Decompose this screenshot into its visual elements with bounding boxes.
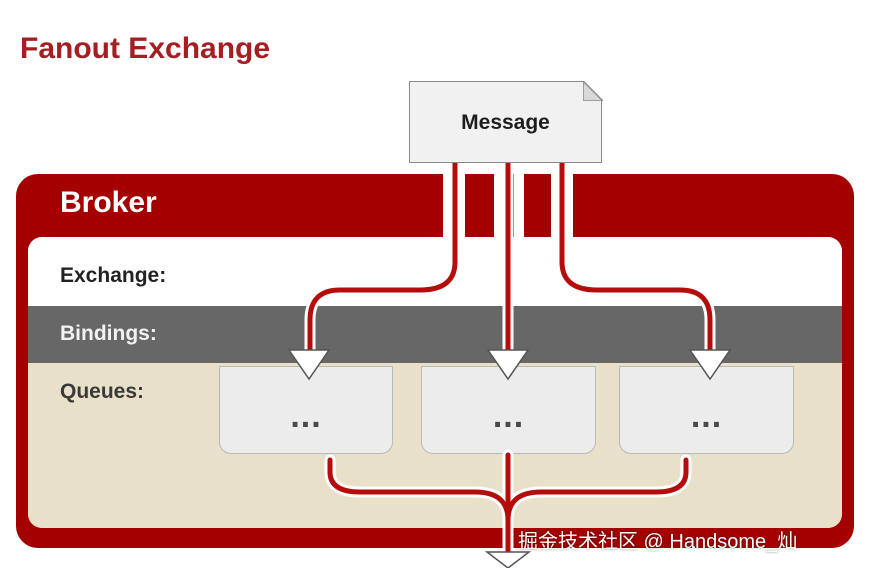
message-label: Message [461, 111, 550, 134]
route-right [559, 159, 713, 353]
route-left-outline [304, 156, 461, 356]
page-fold-icon [583, 81, 603, 101]
page-title: Fanout Exchange [20, 32, 271, 65]
arrow-head-left [287, 349, 331, 381]
bindings-label: Bindings: [60, 322, 157, 345]
message-box: Message [409, 81, 602, 163]
route-left [307, 159, 458, 353]
queue-box-1: ... [219, 366, 393, 454]
merge-right [505, 457, 689, 523]
exchange-label: Exchange: [60, 264, 167, 287]
queue-label-1: ... [290, 397, 322, 435]
arrow-head-bottom [484, 551, 532, 568]
arrow-head-right [688, 349, 732, 381]
queue-box-2: ... [421, 366, 596, 454]
watermark-text: 掘金技术社区 @ Handsome_灿 [518, 531, 798, 553]
queue-label-2: ... [492, 397, 525, 435]
broker-gap-center-left [494, 174, 504, 238]
merge-left [327, 457, 511, 555]
arrow-head-center [486, 349, 530, 381]
queue-box-3: ... [619, 366, 794, 454]
route-right-outline [556, 156, 716, 356]
queue-label-3: ... [690, 397, 723, 435]
broker-gap-center-right [514, 174, 524, 238]
queues-label: Queues: [60, 380, 145, 403]
broker-label: Broker [60, 186, 157, 219]
